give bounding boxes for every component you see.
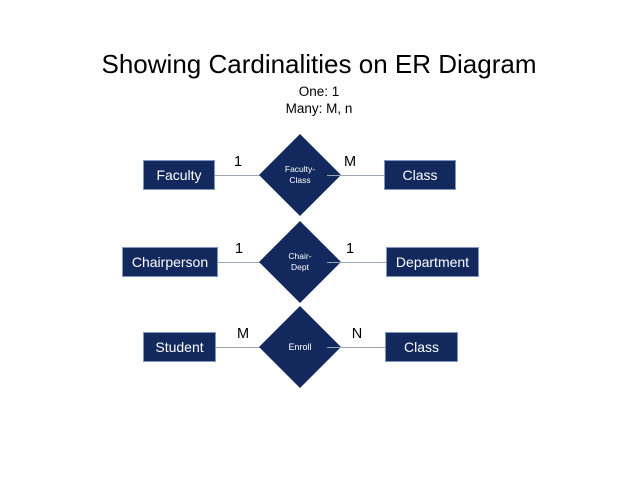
relationship-label-1: Faculty- Class (271, 146, 329, 204)
entity-department[interactable]: Department (386, 247, 479, 277)
relationship-row-chair-dept: Chairperson 1 Chair- Dept 1 Department (0, 220, 638, 304)
legend-one: One: 1 (298, 84, 340, 99)
entity-student[interactable]: Student (143, 332, 216, 362)
legend-block: One: 1 Many: M, n (0, 83, 638, 117)
cardinality-right-2: 1 (345, 241, 355, 257)
connector-left-1 (215, 175, 273, 176)
cardinality-right-3: N (351, 326, 363, 342)
relationship-label-3: Enroll (271, 318, 329, 376)
page-title: Showing Cardinalities on ER Diagram (101, 49, 537, 79)
relationship-chair-dept[interactable]: Chair- Dept (258, 220, 342, 304)
relationship-label-1-line2: Class (289, 175, 311, 185)
entity-class-3[interactable]: Class (385, 332, 458, 362)
relationship-faculty-class[interactable]: Faculty- Class (258, 133, 342, 217)
cardinality-left-3: M (236, 326, 250, 342)
relationship-enroll[interactable]: Enroll (258, 305, 342, 389)
entity-chairperson[interactable]: Chairperson (122, 247, 218, 277)
connector-left-2 (218, 262, 273, 263)
cardinality-left-1: 1 (233, 154, 243, 170)
entity-faculty[interactable]: Faculty (143, 160, 215, 190)
cardinality-right-1: M (343, 154, 357, 170)
legend-many: Many: M, n (285, 101, 353, 116)
entity-class-1[interactable]: Class (384, 160, 456, 190)
relationship-row-faculty-class: Faculty 1 Faculty- Class M Class (0, 133, 638, 217)
relationship-label-2: Chair- Dept (271, 233, 329, 291)
relationship-label-3-line1: Enroll (288, 341, 312, 352)
relationship-label-1-line1: Faculty- (284, 164, 316, 174)
cardinality-left-2: 1 (234, 241, 244, 257)
relationship-row-enroll: Student M Enroll N Class (0, 305, 638, 389)
connector-right-3 (327, 347, 385, 348)
relationship-label-2-line1: Chair- (288, 251, 312, 261)
title-block: Showing Cardinalities on ER Diagram One:… (0, 48, 638, 117)
relationship-label-2-line2: Dept (291, 262, 309, 272)
connector-right-1 (327, 175, 385, 176)
connector-right-2 (327, 262, 386, 263)
connector-left-3 (216, 347, 273, 348)
